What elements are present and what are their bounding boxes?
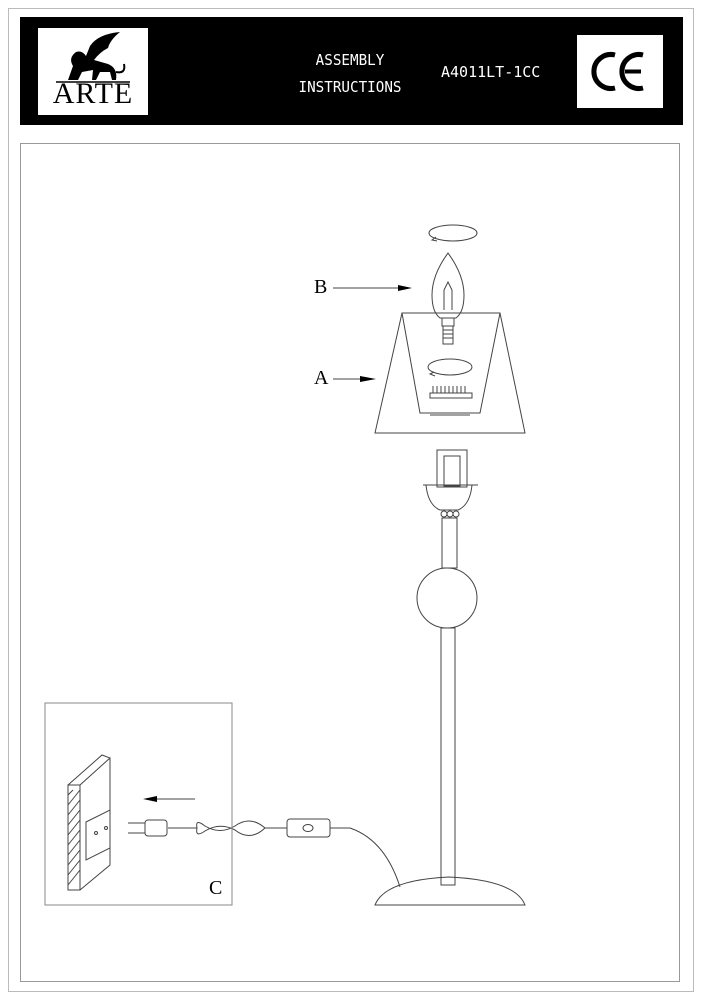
brand-name: ARTE <box>52 77 134 110</box>
arrow-b-icon <box>333 285 412 291</box>
label-a: A <box>314 367 329 389</box>
lampshade-icon <box>374 312 526 434</box>
winged-lion-icon <box>56 32 130 83</box>
detail-box-c <box>44 702 233 906</box>
shade-ring-icon <box>429 386 473 399</box>
arrow-plug-icon <box>143 796 195 802</box>
plug-icon <box>128 819 168 837</box>
label-b: B <box>314 276 328 298</box>
power-cord-icon <box>168 818 401 888</box>
wall-socket-icon <box>67 754 111 891</box>
page-border <box>8 8 694 992</box>
model-number: A4011LT-1CC <box>441 63 541 81</box>
brand-logo: ARTE <box>38 28 148 115</box>
diagram-frame <box>20 143 680 982</box>
arrow-a-icon <box>333 376 376 382</box>
label-c: C <box>209 877 223 899</box>
rotate-arrow-icon <box>427 358 473 377</box>
bulb-icon <box>431 252 465 345</box>
title-line-2: INSTRUCTIONS <box>298 78 402 96</box>
document-title: ASSEMBLY INSTRUCTIONS <box>279 47 422 101</box>
title-line-1: ASSEMBLY <box>315 51 385 69</box>
header-bar: ARTE ASSEMBLY INSTRUCTIONS A4011LT-1CC <box>20 17 683 125</box>
lamp-holder-icon <box>423 449 478 518</box>
rotate-arrow-icon <box>428 224 478 242</box>
lamp-stem-icon <box>374 517 526 906</box>
ce-mark-icon <box>577 35 663 108</box>
